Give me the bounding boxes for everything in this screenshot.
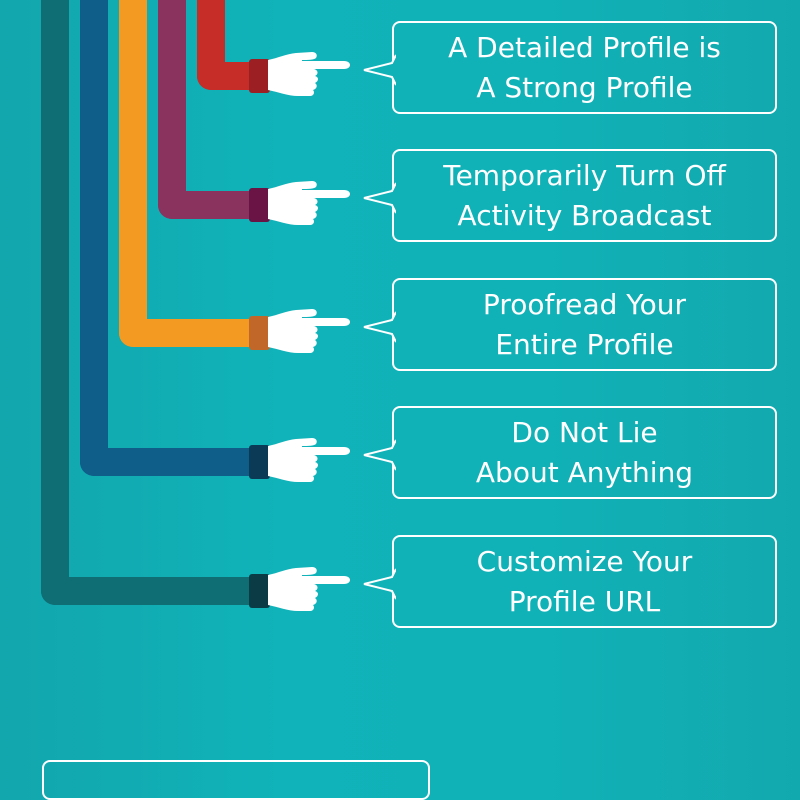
- arm-teal-vertical: [41, 0, 69, 605]
- tip-line-2: Activity Broadcast: [457, 198, 712, 232]
- speech-bubble-tail-icon: [363, 568, 396, 600]
- bottom-section-box: [42, 760, 430, 800]
- cuff-purple: [249, 188, 270, 222]
- tip-line-2: A Strong Profile: [476, 70, 693, 104]
- tip-line-1: Proofread Your: [482, 287, 687, 321]
- tip-line-2: Entire Profile: [495, 327, 674, 361]
- tip-bubble-profile-url: Customize Your Profile URL: [363, 535, 777, 628]
- speech-bubble-tail-icon: [363, 439, 396, 471]
- tip-bubble-detailed-profile: A Detailed Profile is A Strong Profile: [363, 21, 777, 114]
- tip-line-1: A Detailed Profile is: [448, 30, 721, 64]
- arm-red-horizontal: [197, 62, 253, 90]
- tip-bubble-proofread: Proofread Your Entire Profile: [363, 278, 777, 371]
- cuff-orange: [249, 316, 270, 350]
- pointing-hand-icon: [268, 438, 350, 482]
- tip-bubble-do-not-lie: Do Not Lie About Anything: [363, 406, 777, 499]
- speech-bubble-tail-icon: [363, 182, 396, 214]
- speech-bubble-tail-icon: [363, 311, 396, 343]
- arm-orange-horizontal: [119, 319, 253, 347]
- cuff-teal: [249, 574, 270, 608]
- tip-line-2: About Anything: [475, 455, 694, 489]
- pointing-hand-icon: [268, 567, 350, 611]
- tip-line-2: Profile URL: [508, 584, 661, 618]
- pointing-hand-icon: [268, 309, 350, 353]
- tip-line-1: Customize Your: [476, 544, 693, 578]
- arm-orange-vertical: [119, 0, 147, 347]
- arm-blue-horizontal: [80, 448, 253, 476]
- arm-purple-vertical: [158, 0, 186, 219]
- tip-bubble-activity-broadcast: Temporarily Turn Off Activity Broadcast: [363, 149, 777, 242]
- cuff-blue: [249, 445, 270, 479]
- tip-line-1: Temporarily Turn Off: [443, 158, 726, 192]
- arm-teal-horizontal: [41, 577, 253, 605]
- cuff-red: [249, 59, 270, 93]
- pointing-hand-icon: [268, 181, 350, 225]
- pointing-hand-icon: [268, 52, 350, 96]
- arm-purple-horizontal: [158, 191, 253, 219]
- arm-blue-vertical: [80, 0, 108, 476]
- speech-bubble-tail-icon: [363, 54, 396, 86]
- tip-line-1: Do Not Lie: [511, 415, 658, 449]
